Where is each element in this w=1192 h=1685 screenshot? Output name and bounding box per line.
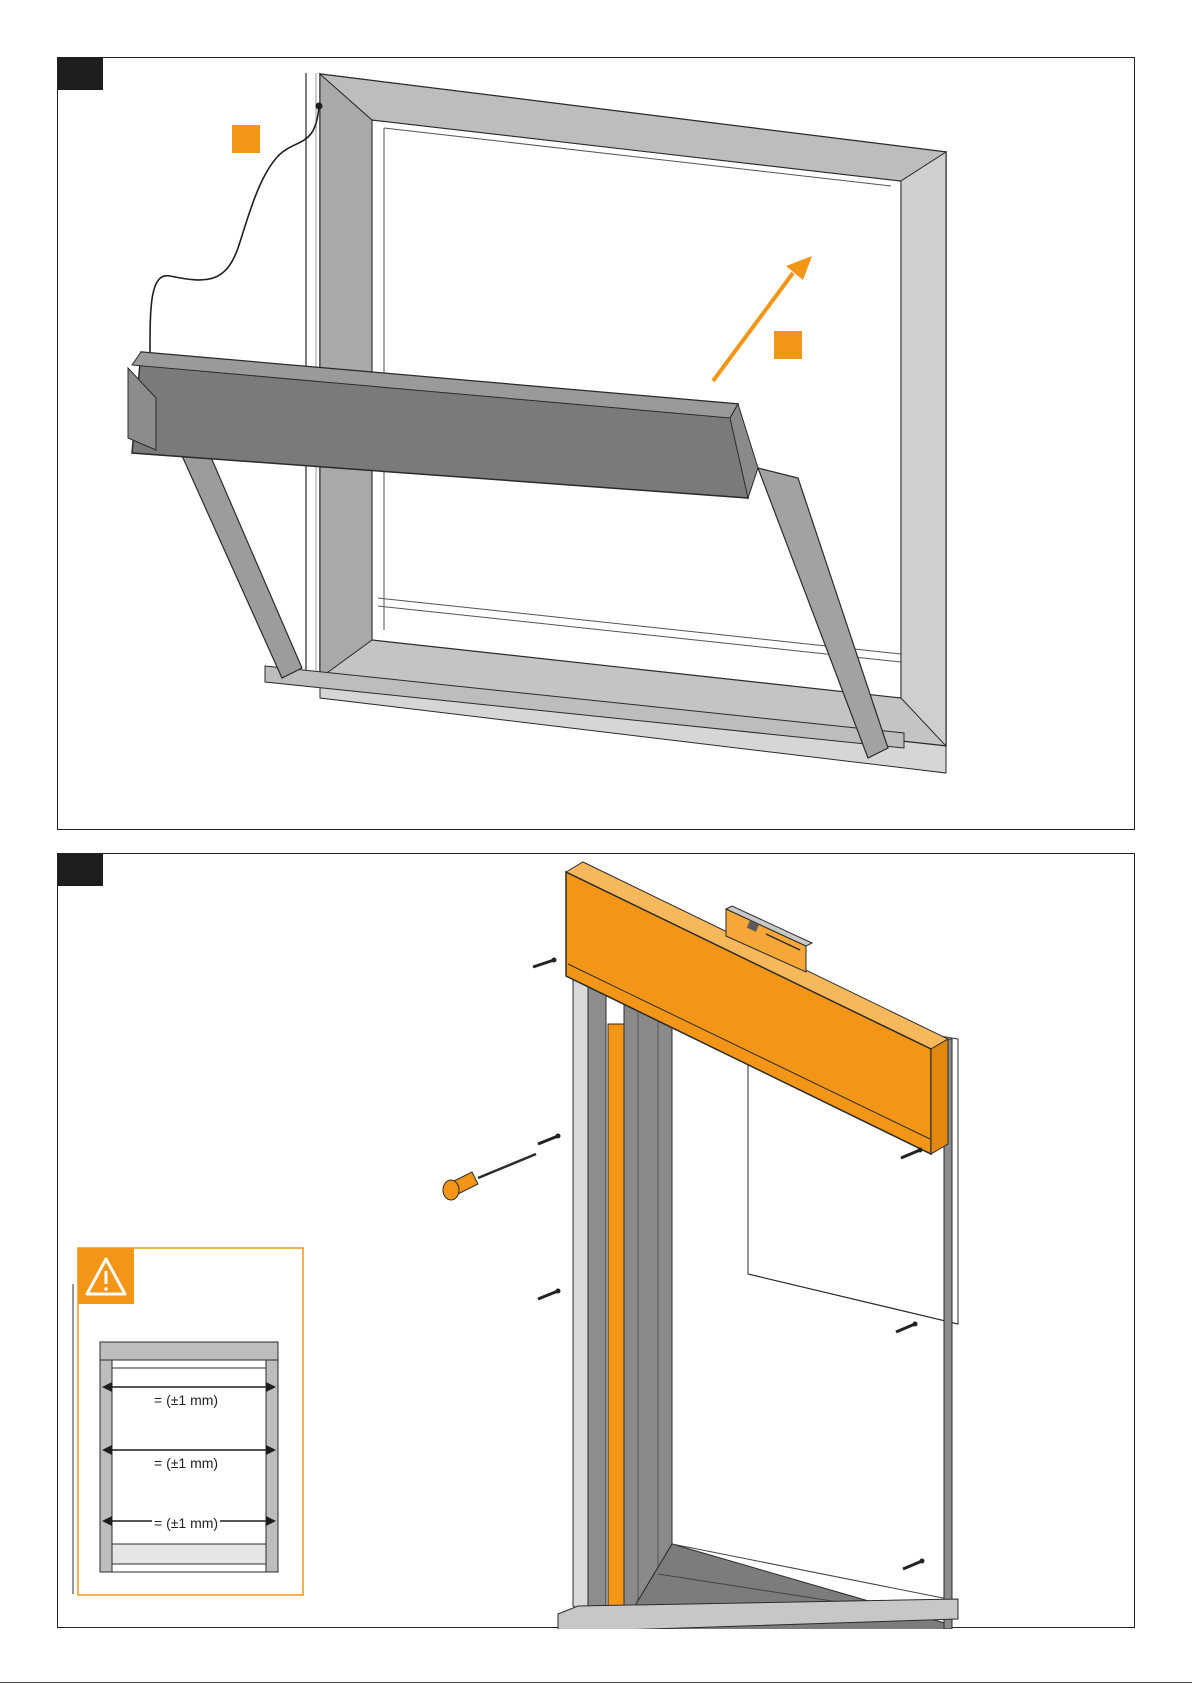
window-frame-left [624, 1004, 672, 1624]
step-marker-square [774, 331, 802, 359]
left-guide-rail [588, 977, 606, 1619]
step-panel-1 [57, 57, 1135, 830]
screw-icon [538, 1289, 561, 1300]
screwdriver-icon [443, 1154, 536, 1200]
screw-icon [538, 1134, 561, 1145]
step-marker-square [232, 125, 260, 153]
screw-icon [896, 1322, 918, 1333]
left-wall-edge [573, 977, 588, 1614]
installation-illustration-2 [58, 854, 1136, 1629]
roller-box-end [931, 1039, 948, 1154]
tolerance-label: = (±1 mm) [152, 1392, 220, 1408]
caution-inset [73, 1248, 303, 1595]
installation-illustration-1 [58, 58, 1136, 831]
screw-icon [533, 958, 557, 968]
left-guide-rail-orange [608, 1024, 624, 1620]
tolerance-label: = (±1 mm) [152, 1515, 220, 1531]
page-footer-rule [0, 1682, 1192, 1683]
step-panel-2: = (±1 mm) = (±1 mm) = (±1 mm) [57, 853, 1135, 1628]
tolerance-label: = (±1 mm) [152, 1455, 220, 1471]
cable-entry-point [316, 103, 323, 110]
frame-right-side [901, 152, 946, 746]
screw-icon [903, 1559, 925, 1570]
